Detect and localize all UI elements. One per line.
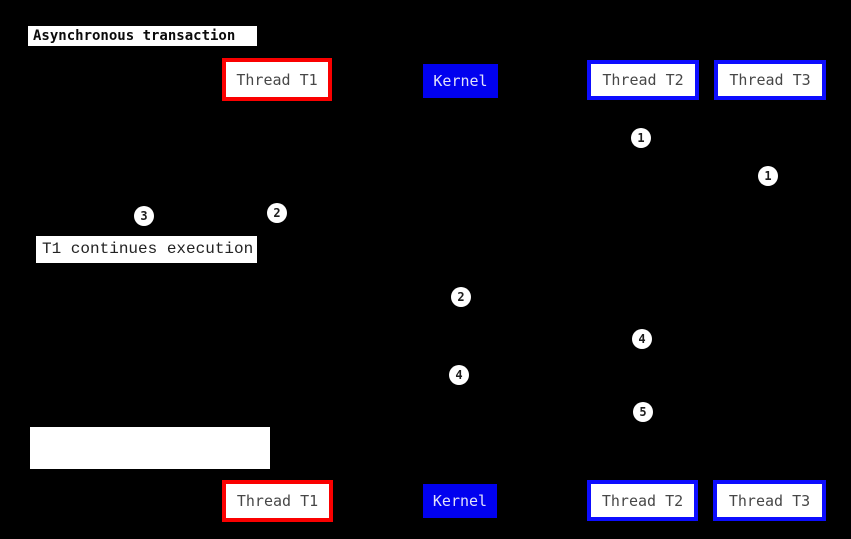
actor-thread-t3-top: Thread T3	[714, 60, 826, 100]
diagram-title: Asynchronous transaction	[28, 26, 257, 46]
actor-thread-t2-bottom: Thread T2	[587, 480, 698, 521]
sequence-number-marker: 1	[631, 128, 651, 148]
sequence-number-marker: 1	[758, 166, 778, 186]
sequence-number-marker: 2	[267, 203, 287, 223]
sequence-number-marker: 4	[632, 329, 652, 349]
sequence-number-marker: 3	[134, 206, 154, 226]
actor-thread-t2-top: Thread T2	[587, 60, 699, 100]
actor-thread-t3-bottom: Thread T3	[713, 480, 826, 521]
note-t1-continues-execution: T1 continues execution	[36, 236, 257, 263]
note-blank	[30, 427, 270, 469]
sequence-number-marker: 5	[633, 402, 653, 422]
sequence-number-marker: 2	[451, 287, 471, 307]
actor-kernel-bottom: Kernel	[423, 484, 497, 518]
actor-thread-t1-top: Thread T1	[222, 58, 332, 101]
actor-kernel-top: Kernel	[423, 64, 498, 98]
actor-thread-t1-bottom: Thread T1	[222, 480, 333, 522]
sequence-number-marker: 4	[449, 365, 469, 385]
